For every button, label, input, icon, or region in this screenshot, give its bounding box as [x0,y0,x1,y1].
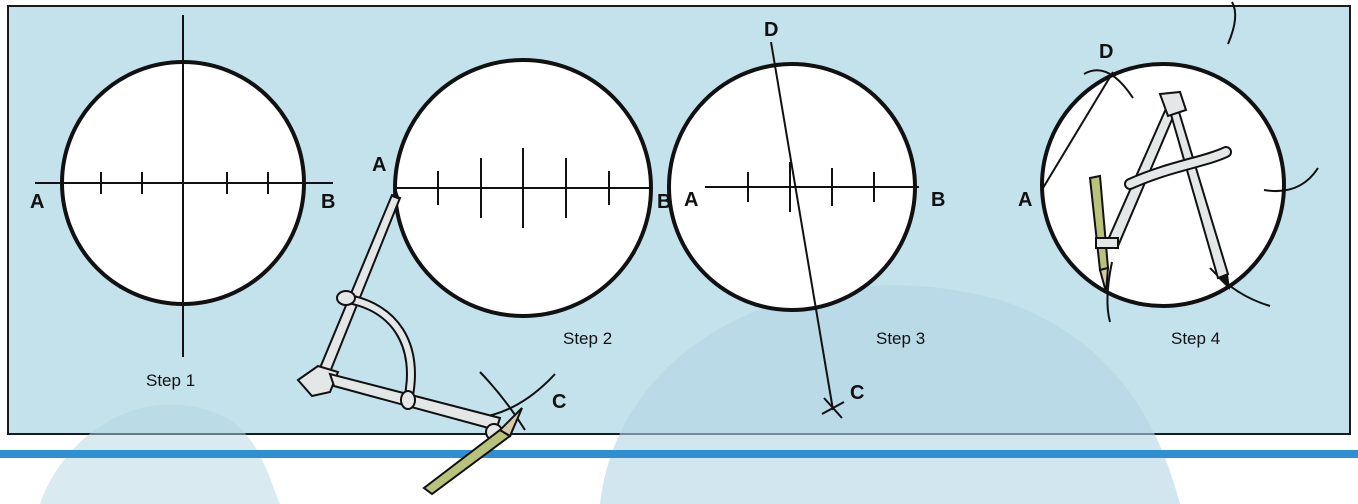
step4-chord [1042,71,1114,189]
step-3: D A B C Step 3 [667,19,945,419]
compass-adjustment-arc-fill [339,295,414,403]
step2-label-c: C [552,391,566,413]
step4-arc-mark [1083,69,1134,99]
pencil-tip [1098,266,1110,293]
step4-label-a: A [1018,189,1032,211]
step2-arc-c [479,371,526,431]
step1-caption: Step 1 [146,371,195,390]
compass-hinge [1158,90,1188,118]
step3-caption: Step 3 [876,329,925,348]
step3-line-dc [770,41,834,411]
step4-label-d: D [1099,41,1113,63]
background-texture [600,285,1180,504]
compass-clamp [400,390,416,410]
step3-label-c: C [850,382,864,404]
compass-pencil-holder [1095,237,1119,249]
step-4: D A Step 4 [1018,1,1319,348]
step2-caption: Step 2 [563,329,612,348]
compass-icon [1088,90,1232,293]
step3-label-d: D [764,19,778,41]
step4-caption: Step 4 [1171,329,1220,348]
step1-label-a: A [30,191,44,213]
step-1: A B Step 1 [30,15,335,390]
compass-clamp [336,290,356,306]
step1-label-b: B [321,191,335,213]
accent-stripe [0,450,1358,458]
step-2: A B C Step 2 [296,58,671,496]
step4-arc-mark [1263,167,1319,192]
compass-needle [1218,274,1230,290]
step4-arc-mark [1209,267,1271,307]
step2-label-a: A [372,154,386,176]
compass-icon [296,188,523,496]
step3-label-b: B [931,189,945,211]
compass-needle [392,188,400,200]
step4-arc-mark [1106,261,1113,323]
pencil-tip [498,407,523,438]
compass-adjustment-arc-fill [1126,148,1230,188]
step3-label-a: A [684,189,698,211]
step4-arc-mark [1227,1,1237,45]
step3-mark-c [821,401,845,415]
